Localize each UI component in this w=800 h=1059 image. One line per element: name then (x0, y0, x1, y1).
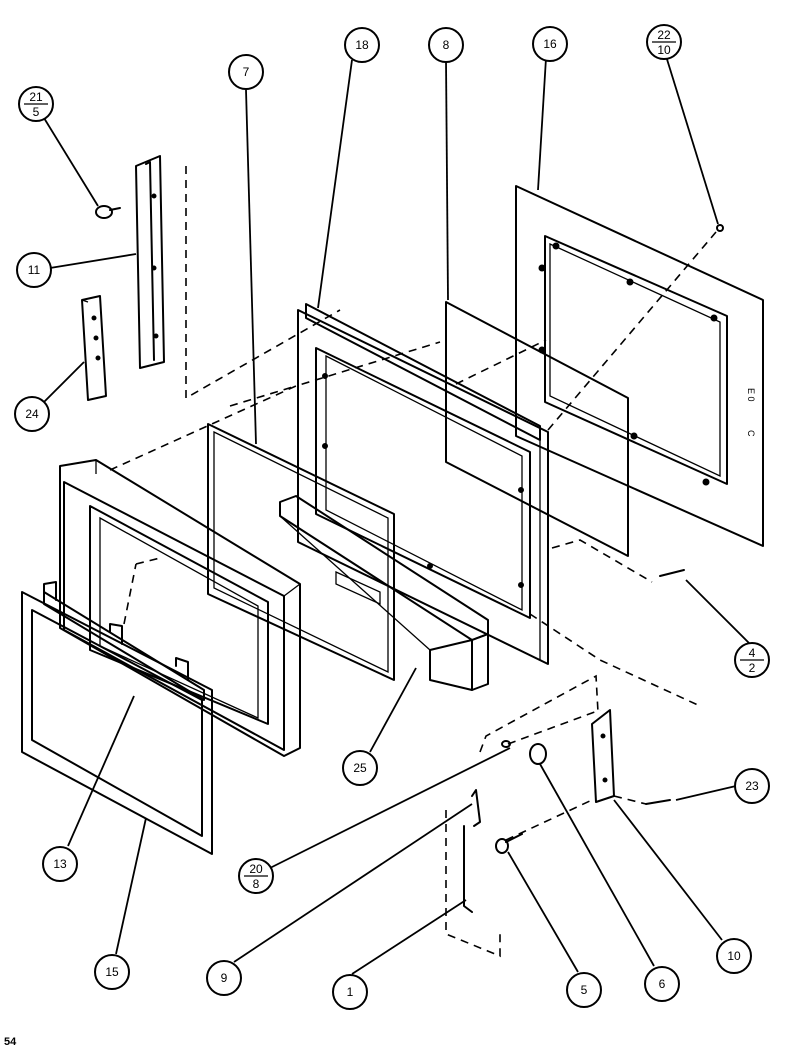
callout-24: 24 (14, 396, 50, 432)
part-9-clip (471, 789, 481, 827)
svg-text:5: 5 (33, 105, 40, 119)
part-25-bottom-trim (279, 495, 489, 691)
part-5-spring (495, 833, 523, 854)
svg-text:13: 13 (53, 857, 67, 871)
part-11-hinge-bracket (135, 155, 165, 369)
part-10-plate (591, 709, 615, 803)
svg-text:21: 21 (29, 90, 43, 104)
callout-25: 25 (342, 750, 378, 786)
assembly-lines (109, 166, 717, 958)
svg-text:6: 6 (659, 977, 666, 991)
svg-text:E 0: E 0 (746, 388, 756, 402)
callout-21-5: 21 5 (18, 86, 54, 122)
svg-text:1: 1 (347, 985, 354, 999)
part-23-screw (645, 799, 671, 805)
svg-text:18: 18 (355, 38, 369, 52)
leader-lines (43, 55, 753, 975)
part-16-rear-panel: E 0 C (515, 185, 764, 547)
callout-16: 16 (532, 26, 568, 62)
callout-5: 5 (566, 972, 602, 1008)
svg-text:23: 23 (745, 779, 759, 793)
page-number: 54 (4, 1036, 17, 1048)
svg-text:9: 9 (221, 971, 228, 985)
callout-1: 1 (332, 974, 368, 1010)
callout-22-10: 22 10 (646, 24, 682, 60)
callout-18: 18 (344, 27, 380, 63)
svg-text:11: 11 (28, 263, 41, 277)
svg-text:8: 8 (443, 38, 450, 52)
part-8-glass-panel (445, 301, 629, 557)
svg-text:4: 4 (749, 646, 756, 660)
svg-text:22: 22 (657, 28, 671, 42)
svg-text:2: 2 (749, 661, 756, 675)
svg-text:25: 25 (353, 761, 367, 775)
callout-10: 10 (716, 938, 752, 974)
svg-text:24: 24 (25, 407, 39, 421)
callout-11: 11 (16, 252, 52, 288)
callout-6: 6 (644, 966, 680, 1002)
part-21-screw (95, 205, 121, 219)
callout-8: 8 (428, 27, 464, 63)
callout-23: 23 (734, 768, 770, 804)
svg-text:20: 20 (249, 862, 263, 876)
svg-text:10: 10 (727, 949, 741, 963)
part-24-block (81, 295, 107, 401)
part-6-bushing (529, 743, 547, 765)
part-1-rod (463, 825, 473, 913)
callout-20-8: 20 8 (238, 858, 274, 894)
svg-text:16: 16 (543, 37, 557, 51)
part-15-front-frame (21, 591, 213, 855)
part-22-screw (716, 224, 724, 232)
callout-7: 7 (228, 54, 264, 90)
callout-4-2: 4 2 (734, 642, 770, 678)
svg-text:15: 15 (105, 965, 119, 979)
part-18-inner-frame (297, 303, 549, 665)
svg-text:7: 7 (243, 65, 250, 79)
part-7-gasket (207, 423, 395, 681)
part-4-screw (659, 569, 685, 577)
svg-text:5: 5 (581, 983, 588, 997)
outer-door-frame (59, 459, 301, 757)
svg-text:C: C (746, 430, 756, 437)
callout-9: 9 (206, 960, 242, 996)
callout-15: 15 (94, 954, 130, 990)
svg-text:10: 10 (657, 43, 671, 57)
callout-13: 13 (42, 846, 78, 882)
svg-text:8: 8 (253, 877, 260, 891)
